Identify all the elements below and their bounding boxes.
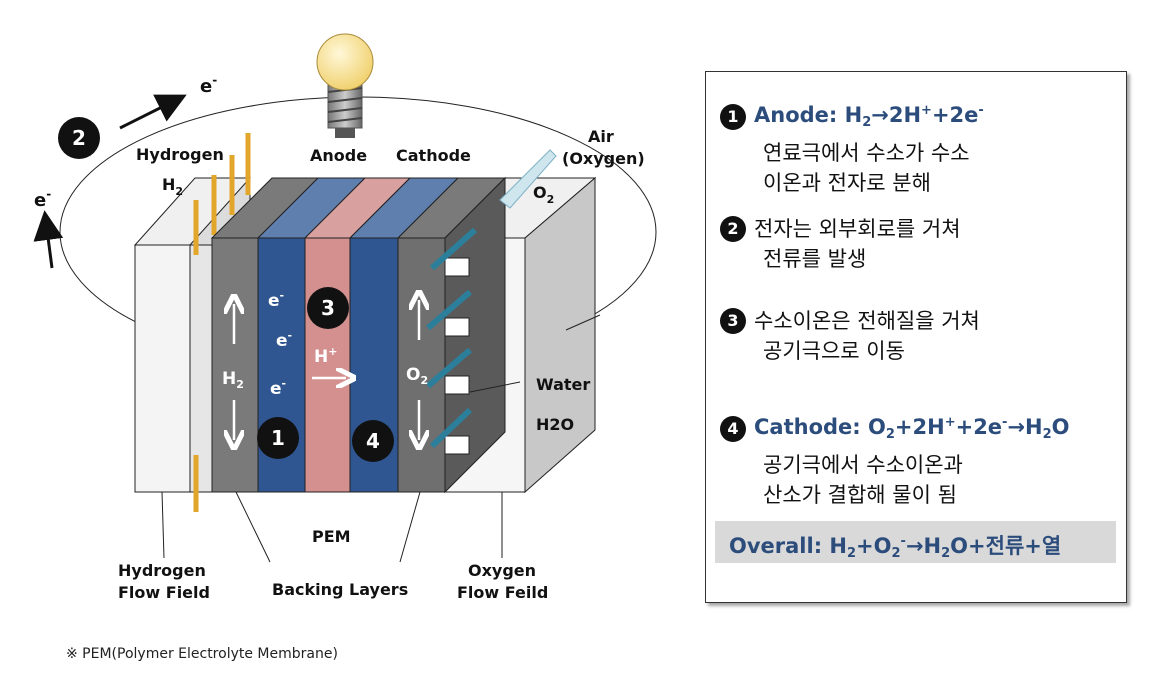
step-3-line-2: 공기극으로 이동 [763, 339, 905, 363]
step-1: 1 Anode: H2→2H++2e- 연료극에서 수소가 수소 이온과 전자로… [720, 96, 984, 198]
fuel-cell-diagram: e- e- 2 [33, 33, 657, 602]
inner-white-arrows [234, 300, 419, 440]
step-1-number: 1 [720, 104, 746, 130]
leader-lines [161, 314, 601, 563]
label-hydrogen: Hydrogen [136, 145, 224, 164]
badge-2: 2 [58, 117, 100, 159]
inner-o2-label: O2 [406, 365, 428, 387]
step-2: 2 전자는 외부회로를 거쳐 전류를 발생 [720, 214, 961, 274]
label-water: Water [536, 375, 590, 394]
pem-layer [304, 237, 351, 493]
electron-label-left: e- [34, 187, 51, 211]
step-4-line-1: 공기극에서 수소이온과 [763, 453, 963, 477]
step-1-line-1: 연료극에서 수소가 수소 [763, 141, 970, 165]
backing-layer-left [211, 237, 259, 493]
step-2-number: 2 [720, 216, 746, 242]
step-2-line-1: 전자는 외부회로를 거쳐 [754, 217, 961, 241]
badge-1: 1 [257, 417, 299, 459]
step-4-title: Cathode: O2+2H++2e-→H2O [754, 415, 1070, 442]
label-hydrogen-flow-field-2: Flow Field [118, 583, 210, 602]
step-3-line-1: 수소이온은 전해질을 거쳐 [754, 309, 980, 333]
step-3: 3 수소이온은 전해질을 거쳐 공기극으로 이동 [720, 306, 980, 366]
label-pem: PEM [312, 527, 351, 546]
inner-e1-label: e- [268, 289, 284, 311]
step-1-line-2: 이온과 전자로 분해 [763, 171, 931, 195]
hydrogen-inlet-arrows [193, 133, 251, 512]
label-oxygen-paren: (Oxygen) [562, 149, 645, 168]
label-air: Air [588, 127, 614, 146]
badge-3: 3 [307, 287, 349, 329]
bulb-icon [316, 33, 374, 138]
overall-equation: Overall: H2+O2-→H2O+전류+열 [715, 521, 1116, 563]
label-cathode: Cathode [396, 146, 471, 165]
electron-arrow-left [33, 210, 64, 269]
step-4: 4 Cathode: O2+2H++2e-→H2O 공기극에서 수소이온과 산소… [720, 408, 1070, 510]
step-4-line-2: 산소가 결합해 물이 됨 [763, 483, 957, 507]
electron-label-top: e- [200, 73, 217, 97]
badge-4: 4 [352, 420, 394, 462]
label-h2-inlet: H2 [162, 175, 183, 198]
step-1-title: Anode: H2→2H++2e- [754, 103, 984, 130]
step-4-number: 4 [720, 416, 746, 442]
label-h2o: H2O [536, 415, 574, 434]
svg-text:2: 2 [72, 126, 86, 150]
svg-text:4: 4 [366, 429, 380, 453]
explanation-panel: 1 Anode: H2→2H++2e- 연료극에서 수소가 수소 이온과 전자로… [705, 71, 1127, 603]
electron-arrow-top [119, 94, 187, 130]
svg-text:3: 3 [321, 296, 335, 320]
label-oxygen-flow-field-2: Flow Feild [457, 583, 548, 602]
inner-e2-label: e- [276, 329, 292, 351]
inner-h2-label: H2 [222, 369, 244, 391]
label-oxygen-flow-field-1: Oxygen [468, 561, 536, 580]
label-anode: Anode [310, 146, 367, 165]
pem-footnote: ※ PEM(Polymer Electrolyte Membrane) [66, 646, 338, 662]
inner-hplus-label: H+ [314, 345, 337, 367]
label-o2-inlet: O2 [533, 183, 554, 206]
oxygen-teal-arrows [426, 227, 477, 449]
step-2-line-2: 전류를 발생 [763, 247, 867, 271]
inner-e3-label: e- [270, 377, 286, 399]
label-backing-layers: Backing Layers [272, 580, 408, 599]
svg-text:1: 1 [271, 426, 285, 450]
oxygen-flow-field [443, 176, 597, 494]
step-3-number: 3 [720, 308, 746, 334]
label-hydrogen-flow-field-1: Hydrogen [118, 561, 206, 580]
air-inlet-arrow [499, 149, 557, 209]
